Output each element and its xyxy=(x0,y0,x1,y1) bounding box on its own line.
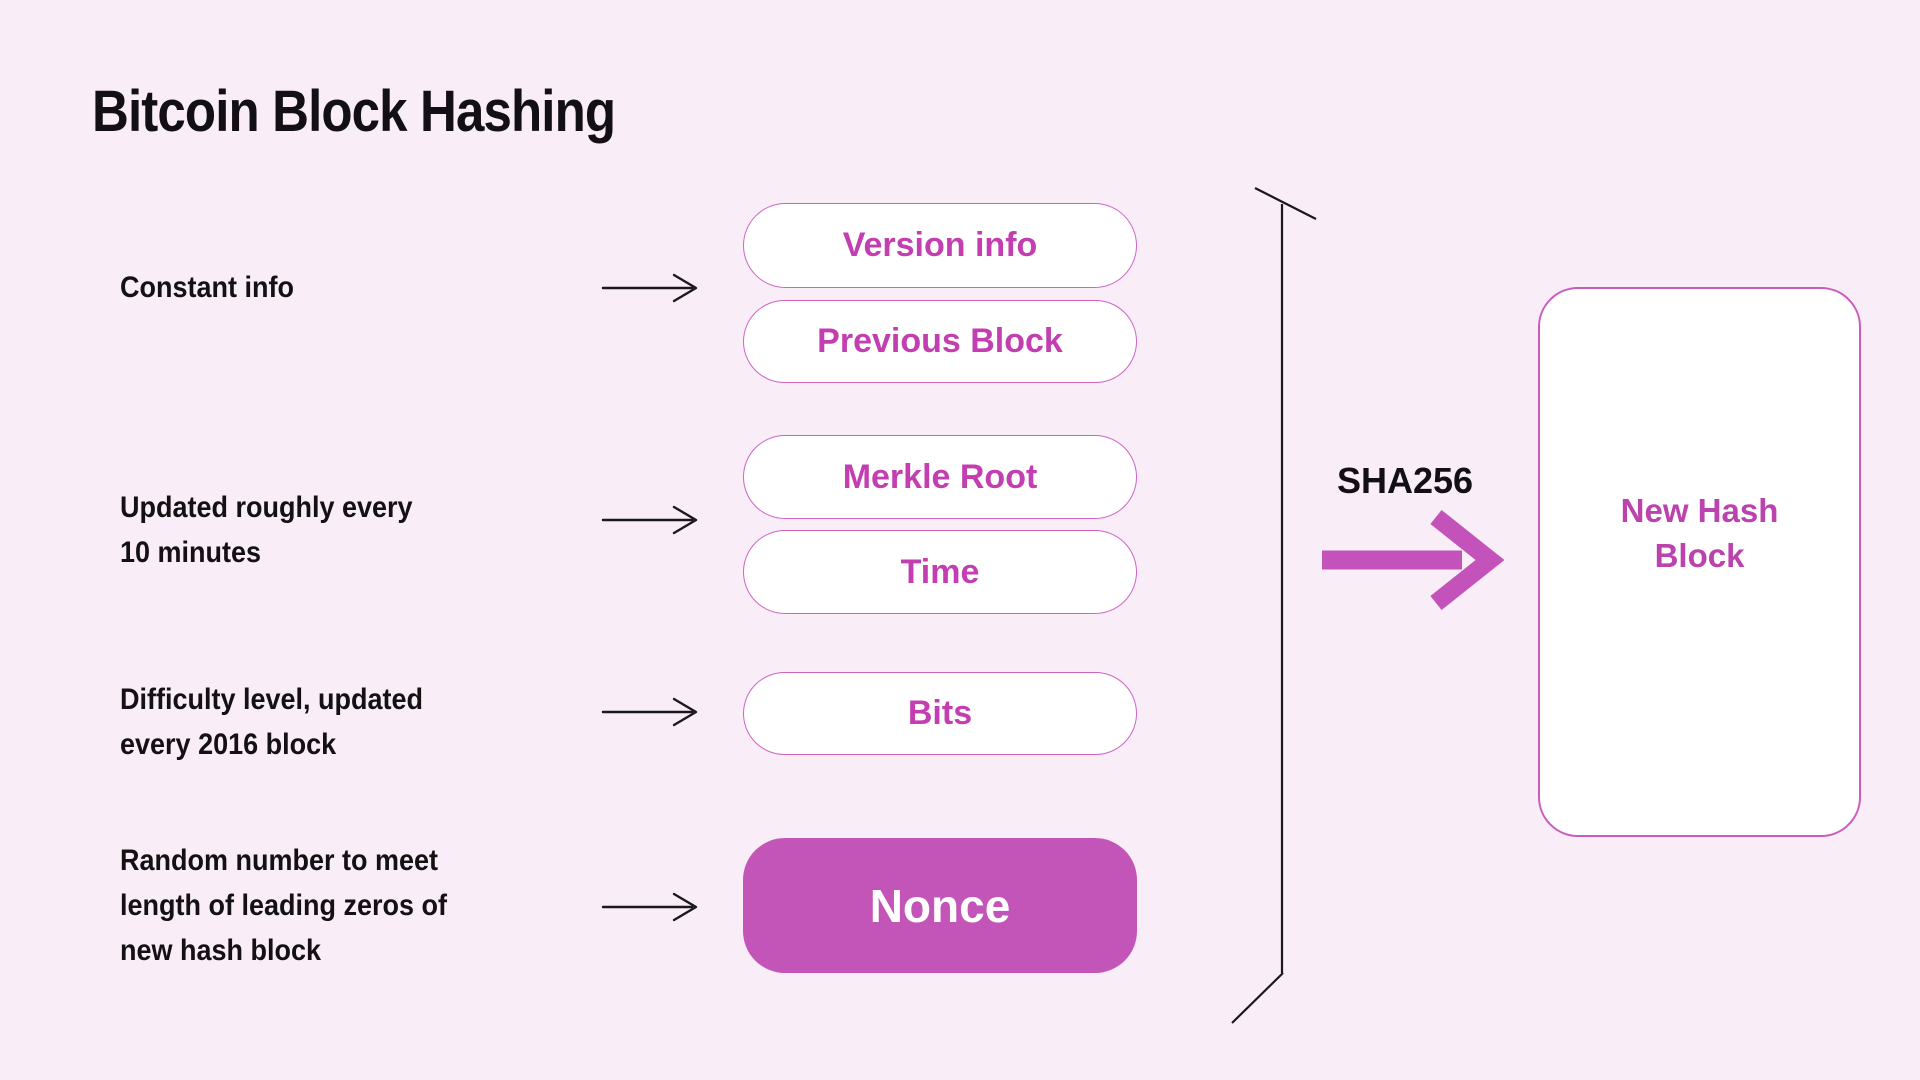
thin-arrow-difficulty-icon xyxy=(601,697,698,727)
pill-previous-block-label: Previous Block xyxy=(817,322,1063,360)
pill-merkle-root: Merkle Root xyxy=(743,435,1137,519)
sha256-arrow-icon xyxy=(1322,509,1505,611)
new-hash-block-label: New Hash Block xyxy=(1620,492,1779,574)
pill-time-label: Time xyxy=(900,552,980,591)
page-title: Bitcoin Block Hashing xyxy=(92,79,616,144)
new-hash-block-box: New Hash Block xyxy=(1538,287,1861,837)
pill-bits-label: Bits xyxy=(907,694,973,732)
thin-arrow-constant-icon xyxy=(601,273,698,303)
pill-bits: Bits xyxy=(743,672,1137,755)
sha256-label: SHA256 xyxy=(1336,460,1474,501)
pill-time: Time xyxy=(743,530,1137,614)
label-update-frequency: Updated roughly every 10 minutes xyxy=(120,491,413,569)
label-nonce-description: Random number to meet length of leading … xyxy=(120,844,448,967)
pill-version-info-label: Version info xyxy=(842,226,1038,264)
pill-nonce: Nonce xyxy=(743,838,1137,973)
pill-nonce-label: Nonce xyxy=(869,879,1011,932)
pill-previous-block: Previous Block xyxy=(743,300,1137,383)
thin-arrow-nonce-icon xyxy=(601,892,698,922)
pill-version-info: Version info xyxy=(743,203,1137,288)
grouping-bracket xyxy=(1231,187,1317,1024)
label-constant-info: Constant info xyxy=(120,271,294,304)
pill-merkle-root-label: Merkle Root xyxy=(842,457,1038,496)
thin-arrow-updated-icon xyxy=(601,505,698,535)
label-difficulty-level: Difficulty level, updated every 2016 blo… xyxy=(120,683,424,761)
